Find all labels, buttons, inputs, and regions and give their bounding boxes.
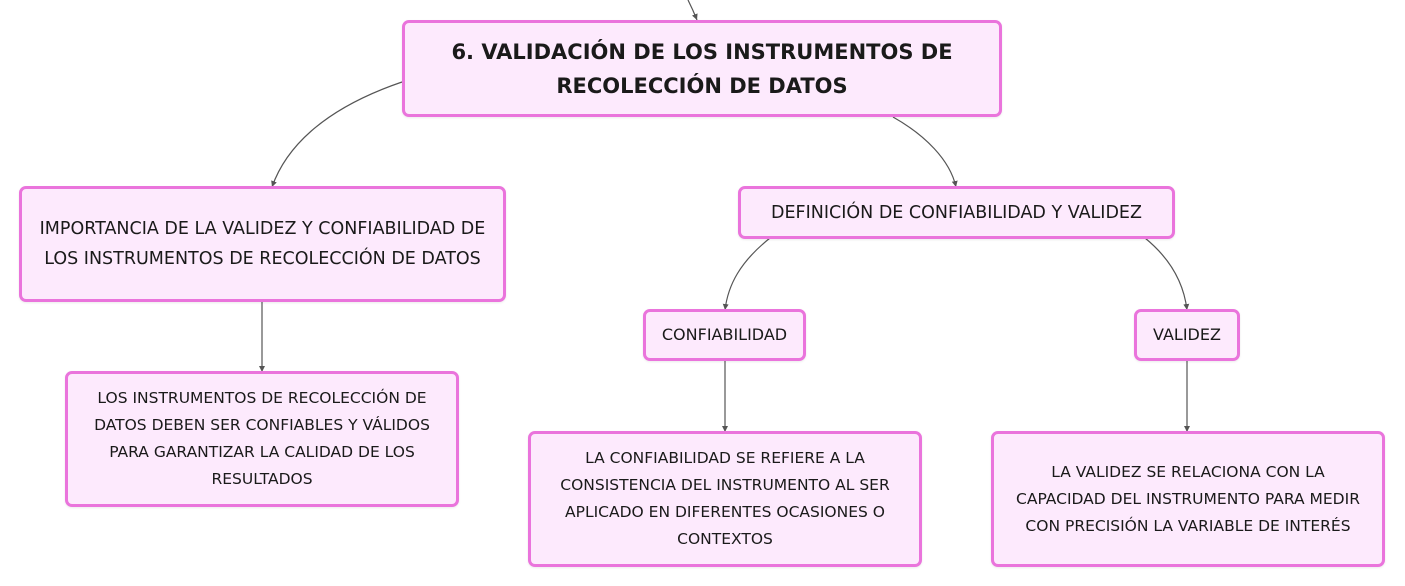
connector-definition-to-validity bbox=[1144, 237, 1190, 311]
importance-detail-node[interactable]: LOS INSTRUMENTOS DE RECOLECCIÓN DE DATOS… bbox=[65, 371, 459, 507]
root-topic-title: 6. VALIDACIÓN DE LOS INSTRUMENTOS DE REC… bbox=[451, 39, 953, 98]
importance-detail-text: LOS INSTRUMENTOS DE RECOLECCIÓN DE DATOS… bbox=[94, 389, 430, 488]
connector-definition-to-reliability bbox=[722, 237, 771, 311]
validity-label: VALIDEZ bbox=[1153, 325, 1221, 344]
connector-root-to-importance bbox=[271, 81, 403, 188]
validity-node[interactable]: VALIDEZ bbox=[1134, 309, 1240, 361]
importance-node[interactable]: IMPORTANCIA DE LA VALIDEZ Y CONFIABILIDA… bbox=[19, 186, 506, 302]
validity-detail-node[interactable]: LA VALIDEZ SE RELACIONA CON LA CAPACIDAD… bbox=[991, 431, 1385, 567]
reliability-label: CONFIABILIDAD bbox=[661, 325, 788, 344]
root-topic-node[interactable]: 6. VALIDACIÓN DE LOS INSTRUMENTOS DE REC… bbox=[402, 20, 1002, 117]
reliability-detail-node[interactable]: LA CONFIABILIDAD SE REFIERE A LA CONSIST… bbox=[528, 431, 922, 567]
importance-label: IMPORTANCIA DE LA VALIDEZ Y CONFIABILIDA… bbox=[39, 219, 486, 269]
definition-label: DEFINICIÓN DE CONFIABILIDAD Y VALIDEZ bbox=[771, 202, 1142, 223]
validity-detail-text: LA VALIDEZ SE RELACIONA CON LA CAPACIDAD… bbox=[1016, 462, 1360, 535]
reliability-node[interactable]: CONFIABILIDAD bbox=[643, 309, 806, 361]
connector-root-to-definition bbox=[892, 116, 958, 188]
reliability-detail-text: LA CONFIABILIDAD SE REFIERE A LA CONSIST… bbox=[560, 449, 890, 548]
connector-parent-to-root bbox=[687, 0, 698, 21]
definition-node[interactable]: DEFINICIÓN DE CONFIABILIDAD Y VALIDEZ bbox=[738, 186, 1175, 239]
